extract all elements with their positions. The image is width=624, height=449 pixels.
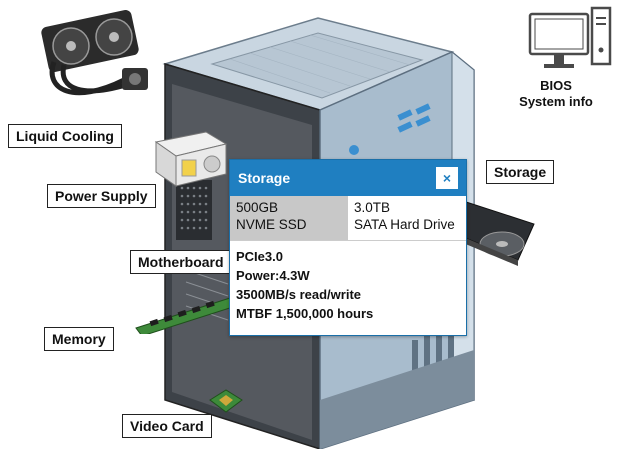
drive-capacity: 3.0TB (354, 200, 391, 215)
bios-system-info[interactable]: BIOS System info (514, 78, 598, 110)
power-supply-icon (154, 131, 228, 187)
video-chip-icon (209, 389, 243, 413)
close-icon: × (442, 170, 452, 186)
desktop-computer-icon[interactable] (522, 6, 616, 76)
popup-title: Storage (238, 170, 291, 186)
bios-title: BIOS (540, 78, 572, 93)
drive-type: SATA Hard Drive (354, 217, 455, 232)
power-supply-label[interactable]: Power Supply (47, 184, 156, 208)
spec-interface: PCIe3.0 (236, 249, 283, 264)
video-card-label[interactable]: Video Card (122, 414, 212, 438)
motherboard-label[interactable]: Motherboard (130, 250, 232, 274)
hard-drive-icon (455, 199, 535, 266)
drive-capacity: 500GB (236, 200, 279, 215)
storage-label[interactable]: Storage (486, 160, 555, 184)
drive-option-sata[interactable]: 3.0TB SATA Hard Drive (348, 196, 466, 240)
liquid-cooler-icon (41, 10, 148, 96)
memory-label[interactable]: Memory (44, 327, 114, 351)
storage-popup: Storage × 500GB NVME SSD 3.0TB SATA Hard… (229, 159, 467, 336)
bios-subtitle: System info (519, 94, 593, 109)
memory-stick-icon (135, 297, 237, 334)
spec-power: Power:4.3W (236, 268, 310, 283)
spec-speed: 3500MB/s read/write (236, 287, 362, 302)
close-button[interactable]: × (436, 167, 458, 189)
drive-options: 500GB NVME SSD 3.0TB SATA Hard Drive (230, 196, 466, 241)
popup-header: Storage × (230, 160, 466, 196)
drive-type: NVME SSD (236, 217, 307, 232)
spec-mtbf: MTBF 1,500,000 hours (236, 306, 374, 321)
drive-option-nvme[interactable]: 500GB NVME SSD (230, 196, 348, 240)
drive-specs: PCIe3.0 Power:4.3W 3500MB/s read/write M… (230, 241, 466, 329)
liquid-cooling-label[interactable]: Liquid Cooling (8, 124, 122, 148)
